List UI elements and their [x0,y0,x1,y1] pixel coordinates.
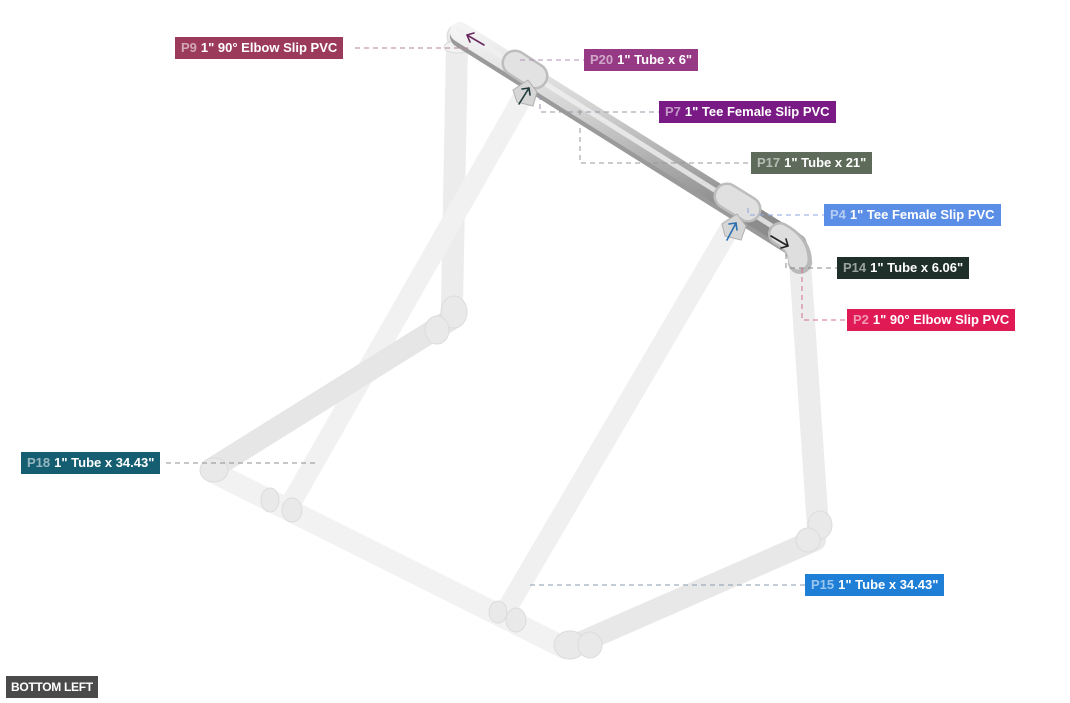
part-id: P17 [757,155,781,170]
view-orientation-badge: BOTTOM LEFT [6,676,98,698]
part-description: 1" Tee Female Slip PVC [684,104,830,119]
part-description: 1" Tee Female Slip PVC [849,207,995,222]
part-id: P15 [811,577,835,592]
part-description: 1" Tube x 34.43" [54,455,155,470]
arrow-icon [466,32,789,249]
part-id: P14 [843,260,867,275]
part-id: P18 [27,455,51,470]
part-description: 1" 90° Elbow Slip PVC [200,40,338,55]
ghost-pipes [202,34,829,659]
part-description: 1" Tube x 34.43" [838,577,939,592]
part-id: P20 [590,52,614,67]
leader-lines [166,47,847,586]
part-description: 1" Tube x 6.06" [870,260,964,275]
part-description: 1" 90° Elbow Slip PVC [872,312,1010,327]
part-description: 1" Tube x 21" [784,155,867,170]
part-description: 1" Tube x 6" [617,52,693,67]
part-id: P9 [181,40,197,55]
part-id: P4 [830,207,846,222]
part-id: P2 [853,312,869,327]
part-id: P7 [665,104,681,119]
top-rail [450,22,812,274]
